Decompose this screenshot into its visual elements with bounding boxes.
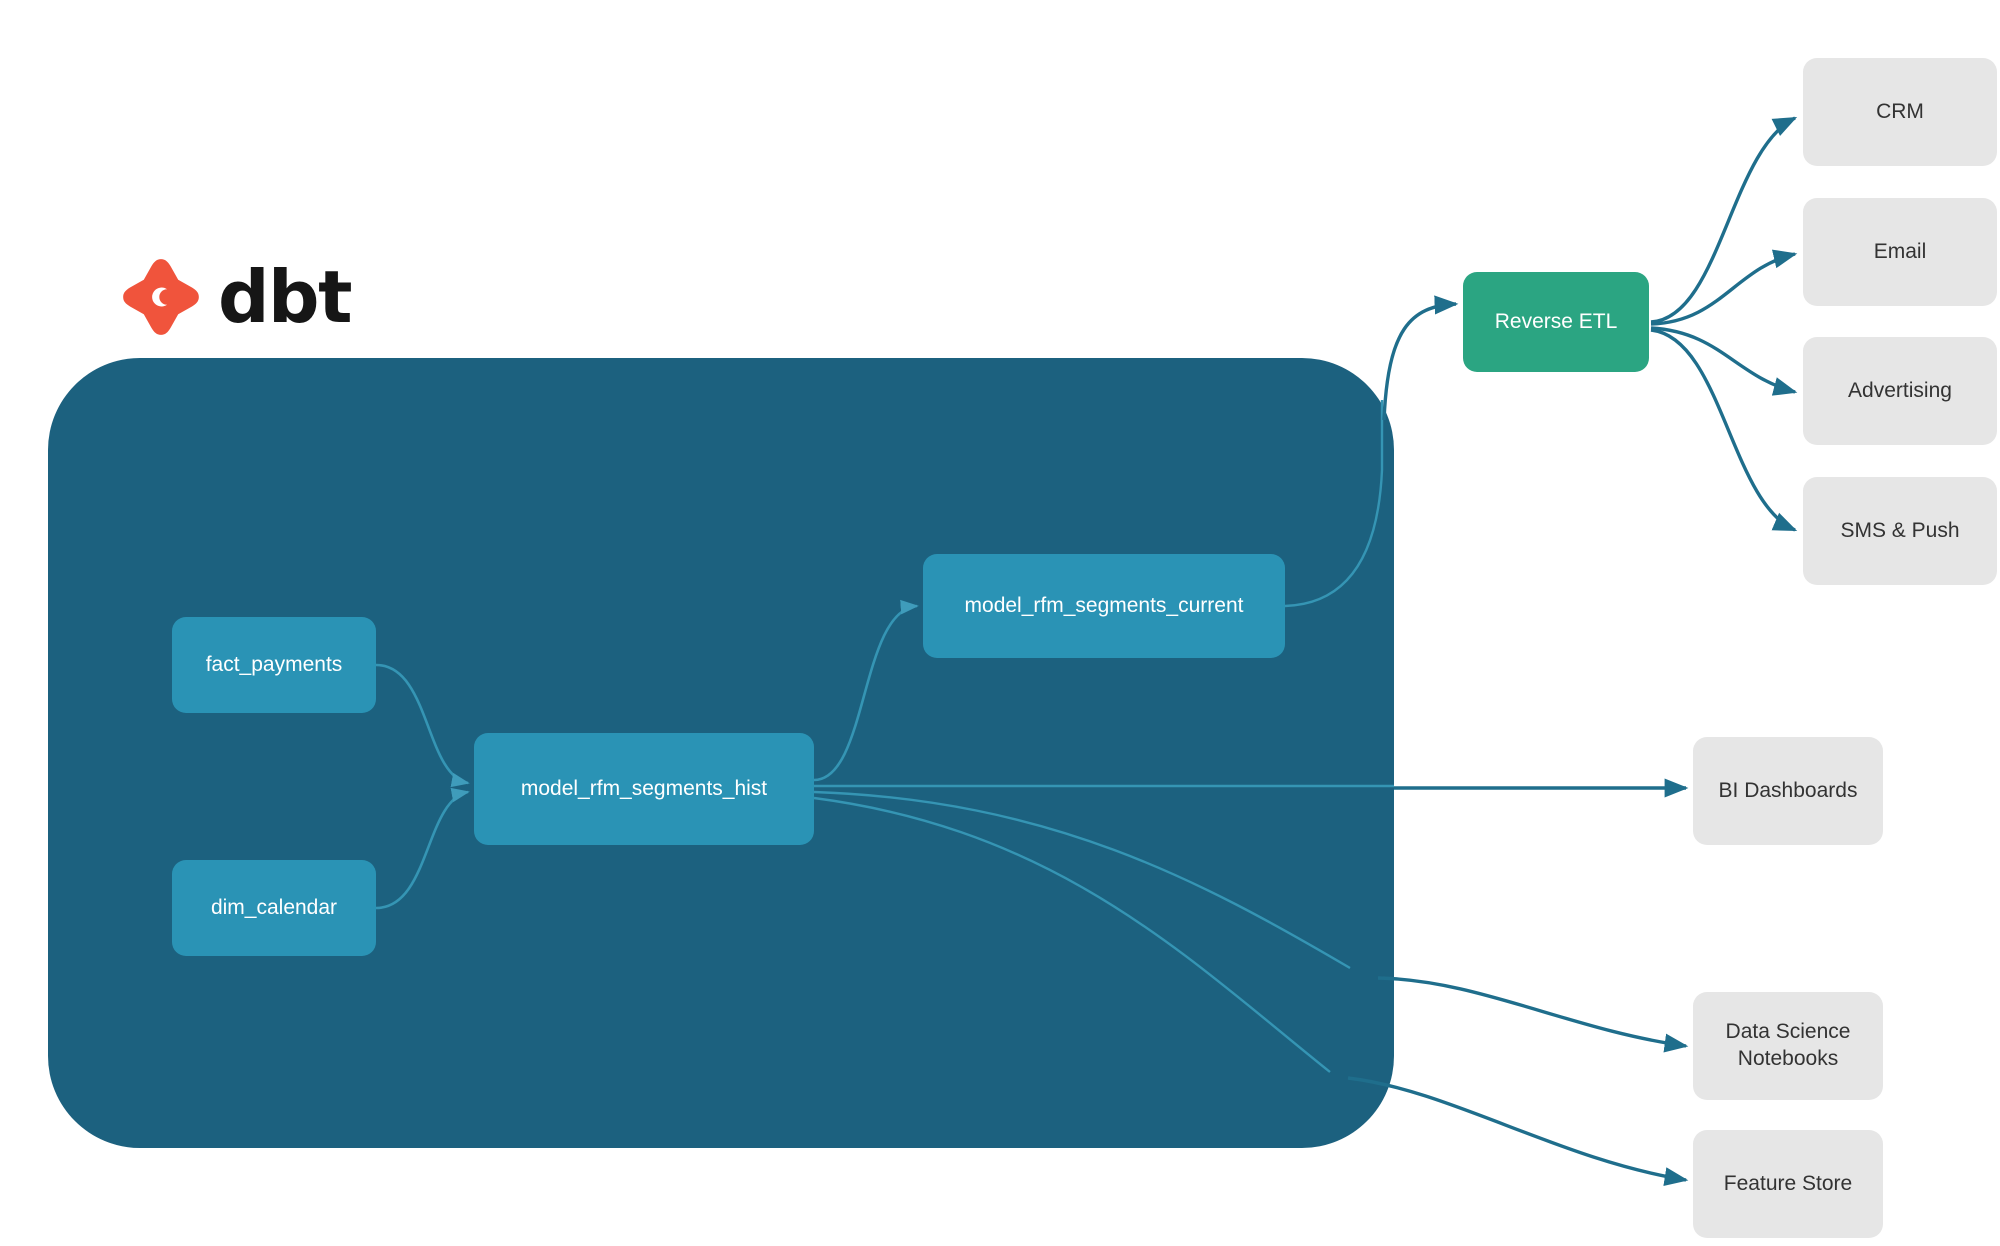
consumer-label-line2: Notebooks	[1737, 1047, 1839, 1070]
dbt-logo: dbt	[118, 254, 353, 340]
destination-label: Email	[1873, 239, 1927, 263]
model-node-label: fact_payments	[205, 652, 343, 676]
consumer-node-data-science-notebooks[interactable]: Data Science Notebooks	[1693, 992, 1883, 1100]
destination-node-crm[interactable]: CRM	[1803, 58, 1997, 166]
destination-node-advertising[interactable]: Advertising	[1803, 337, 1997, 445]
reverse-etl-node[interactable]: Reverse ETL	[1463, 272, 1649, 372]
destination-label: SMS & Push	[1840, 518, 1960, 542]
consumer-label: Feature Store	[1723, 1171, 1853, 1195]
consumer-label: Data Science Notebooks	[1726, 1019, 1851, 1073]
model-node-label: model_rfm_segments_current	[964, 593, 1244, 617]
edge-reverse-etl-to-sms-push	[1650, 328, 1798, 532]
edge-warehouse-to-feature-store	[1347, 1076, 1689, 1187]
consumer-label: BI Dashboards	[1718, 778, 1858, 802]
model-node-label: model_rfm_segments_hist	[520, 776, 768, 800]
destination-label: Advertising	[1848, 378, 1952, 402]
model-node-dim-calendar[interactable]: dim_calendar	[172, 860, 376, 956]
edge-reverse-etl-to-email	[1650, 249, 1798, 326]
reverse-etl-label: Reverse ETL	[1494, 309, 1618, 333]
destination-label: CRM	[1876, 99, 1924, 123]
consumer-label-line1: Data Science	[1725, 1020, 1851, 1044]
model-node-model-rfm-segments-current[interactable]: model_rfm_segments_current	[923, 554, 1285, 658]
edge-warehouse-to-ds-notebooks	[1377, 976, 1689, 1053]
edge-reverse-etl-to-advertising	[1650, 326, 1798, 396]
edge-warehouse-to-reverse-etl	[1382, 295, 1459, 421]
model-node-label: dim_calendar	[210, 895, 338, 919]
edge-reverse-etl-to-crm	[1650, 116, 1798, 324]
destination-node-email[interactable]: Email	[1803, 198, 1997, 306]
model-node-model-rfm-segments-hist[interactable]: model_rfm_segments_hist	[474, 733, 814, 845]
consumer-node-feature-store[interactable]: Feature Store	[1693, 1130, 1883, 1238]
consumer-node-bi-dashboards[interactable]: BI Dashboards	[1693, 737, 1883, 845]
model-node-fact-payments[interactable]: fact_payments	[172, 617, 376, 713]
dbt-wordmark: dbt	[218, 255, 353, 339]
destination-node-sms-push[interactable]: SMS & Push	[1803, 477, 1997, 585]
dbt-logo-icon	[123, 259, 199, 335]
